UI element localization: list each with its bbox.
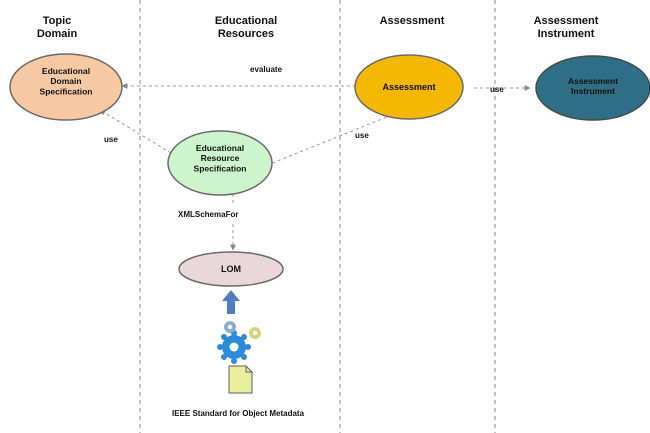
node-label: Assessment xyxy=(382,82,435,92)
node-label: LOM xyxy=(221,264,241,274)
gears-icon xyxy=(217,321,261,364)
node-assessment: Assessment xyxy=(354,54,464,120)
text-line: Educational xyxy=(196,143,244,153)
edge-use-resource xyxy=(264,114,393,167)
node-ellipse xyxy=(535,55,650,121)
node-ellipse xyxy=(354,54,464,120)
text-line: Domain xyxy=(37,28,78,40)
edges xyxy=(99,83,531,251)
text-line: LOM xyxy=(221,264,241,274)
gear-small-icon xyxy=(224,321,261,339)
text-line: Assessment xyxy=(568,76,618,86)
edge-label-use-domain: use xyxy=(104,135,118,144)
figure-caption: IEEE Standard for Object Metadata xyxy=(172,409,305,418)
text-line: Specification xyxy=(40,86,93,96)
node-ellipse xyxy=(167,130,273,196)
text-line: Instrument xyxy=(538,28,595,40)
text-line: Educational xyxy=(215,15,277,27)
text-line: Assessment xyxy=(534,15,599,27)
text-line: Instrument xyxy=(571,86,615,96)
up-arrow-icon xyxy=(222,290,240,314)
text-line: Assessment xyxy=(380,15,445,27)
node-lom: LOM xyxy=(178,251,284,287)
edge-label-use-instrument: use xyxy=(490,85,504,94)
text-line: Resource xyxy=(201,153,240,163)
node-ellipse xyxy=(9,53,123,121)
lane-title-assessment: Assessment xyxy=(380,15,445,27)
edge-label-evaluate: evaluate xyxy=(250,65,283,74)
edge-label-xml-schema: XMLSchemaFor xyxy=(178,210,238,219)
gear-large-icon xyxy=(217,330,251,364)
document-icon xyxy=(228,365,253,394)
edge-label-use-resource: use xyxy=(355,131,369,140)
edge-use-domain xyxy=(99,109,177,157)
node-ellipse xyxy=(178,251,284,287)
text-line: Domain xyxy=(50,76,81,86)
edge-label-xml-schema-bg xyxy=(173,206,271,221)
text-line: Assessment xyxy=(382,82,435,92)
text-line: Specification xyxy=(194,163,247,173)
text-line: Educational xyxy=(42,66,90,76)
text-line: Resources xyxy=(218,28,274,40)
text-line: Topic xyxy=(43,15,72,27)
lane-dividers xyxy=(139,0,496,433)
